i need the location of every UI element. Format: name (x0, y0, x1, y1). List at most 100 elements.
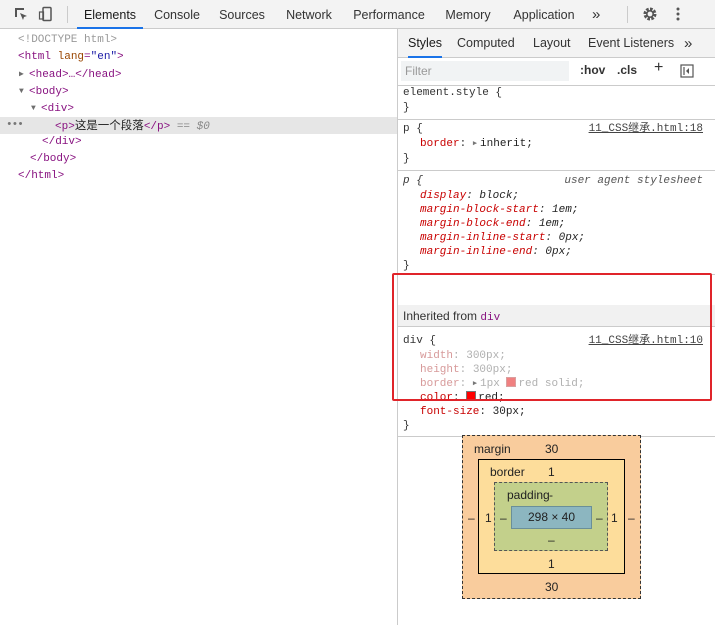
rule-user-agent: p { user agent stylesheet display: block… (398, 171, 715, 275)
inherited-label: Inherited from (403, 309, 478, 323)
highlight-annotation-box (392, 273, 712, 401)
body-close-tag: </body> (30, 153, 77, 165)
dom-node-ellipsis-icon[interactable]: ••• (6, 119, 24, 131)
ua-property-line: display: block; (420, 190, 520, 202)
inherited-property-line[interactable]: border: ▶1px red solid; (420, 377, 585, 390)
class-toggle[interactable]: .cls (617, 63, 638, 77)
inspect-icon[interactable] (13, 6, 29, 22)
dom-node-doctype[interactable]: <!DOCTYPE html> (0, 32, 397, 49)
inherited-from-header: Inherited from div (398, 305, 715, 327)
toggle-sidebar-icon[interactable] (680, 64, 694, 78)
kebab-menu-icon[interactable] (670, 6, 686, 22)
padding-top-value[interactable]: - (549, 488, 553, 502)
element-style-selector[interactable]: element.style { (403, 87, 503, 99)
styles-filter-input[interactable] (401, 61, 569, 81)
expand-triangle-icon[interactable]: ▶ (19, 70, 24, 79)
toolbar-separator (67, 6, 68, 23)
div-close-tag: </div> (42, 136, 82, 148)
margin-bottom-value[interactable]: 30 (545, 580, 559, 594)
hover-state-toggle[interactable]: :hov (580, 63, 606, 77)
margin-left-value[interactable]: – (468, 511, 475, 525)
border-right-value[interactable]: 1 (611, 511, 618, 525)
tab-network[interactable]: Network (286, 8, 332, 22)
rule-selector[interactable]: p { (403, 123, 423, 135)
tab-memory[interactable]: Memory (445, 8, 491, 22)
expand-triangle-icon[interactable]: ▶ (472, 380, 478, 388)
ua-property-line: margin-block-start: 1em; (420, 204, 579, 216)
box-model-content[interactable]: 298 × 40 (511, 506, 592, 529)
rule-selector: p { (403, 175, 423, 187)
sidebar-tabs: Styles Computed Layout Event Listeners » (398, 29, 715, 58)
html-open-tag: <html (18, 51, 52, 63)
html-attr-value: "en" (90, 51, 118, 63)
panel-divider[interactable] (397, 29, 398, 625)
gear-icon[interactable] (642, 6, 658, 22)
rule-element-style: element.style { } (398, 86, 715, 120)
rule-source-link[interactable]: 11_CSS继承.html:10 (588, 335, 703, 347)
tab-elements[interactable]: Elements (77, 0, 143, 29)
color-swatch[interactable] (506, 377, 517, 387)
user-agent-stylesheet-label: user agent stylesheet (564, 175, 703, 187)
ua-property-line: margin-block-end: 1em; (420, 218, 566, 230)
rule-selector[interactable]: div { (403, 335, 437, 347)
p-open-tag: <p> (55, 121, 75, 133)
tab-application[interactable]: Application (513, 8, 575, 22)
toolbar-separator (627, 6, 628, 23)
tab-styles[interactable]: Styles (408, 29, 443, 58)
margin-top-value[interactable]: 30 (545, 442, 559, 456)
ua-property-line: margin-inline-end: 0px; (420, 246, 572, 258)
border-top-value[interactable]: 1 (548, 465, 555, 479)
body-open-tag: <body> (29, 86, 69, 98)
p-close-tag: </p> (143, 121, 171, 133)
inherited-property-line[interactable]: color: red; (420, 391, 505, 404)
more-tabs-chevron-icon[interactable]: » (592, 6, 601, 23)
dom-node-div-close[interactable]: </div> (0, 134, 397, 151)
tab-sources[interactable]: Sources (219, 8, 265, 22)
dom-node-body[interactable]: ▼ <body> (0, 83, 397, 100)
styles-filter-bar: :hov .cls + (398, 58, 715, 86)
ua-property-line: margin-inline-start: 0px; (420, 232, 586, 244)
collapse-triangle-icon[interactable]: ▼ (31, 104, 36, 113)
rule-property-line[interactable]: border: ▶inherit; (420, 138, 533, 150)
dom-node-p-selected[interactable]: ••• <p>这是一个段落</p> == $0 (0, 117, 397, 134)
border-label: border (490, 465, 525, 479)
property-name: border (420, 138, 460, 150)
close-brace: } (403, 102, 410, 114)
inherited-property-line[interactable]: width: 300px; (420, 350, 506, 362)
dom-node-body-close[interactable]: </body> (0, 151, 397, 168)
tab-computed[interactable]: Computed (457, 36, 515, 50)
collapse-triangle-icon[interactable]: ▼ (19, 87, 24, 96)
selected-node-marker: == $0 (176, 121, 210, 133)
padding-bottom-value[interactable]: – (548, 533, 555, 547)
tab-console[interactable]: Console (154, 8, 200, 22)
rule-div-inherited: div { 11_CSS继承.html:10 width: 300px; hei… (398, 327, 715, 437)
border-left-value[interactable]: 1 (485, 511, 492, 525)
dom-node-head[interactable]: ▶ <head>…</head> (0, 66, 397, 83)
new-style-rule-plus-icon[interactable]: + (654, 59, 664, 76)
inherited-from-link[interactable]: div (480, 312, 501, 324)
tab-performance[interactable]: Performance (353, 8, 425, 22)
padding-label: padding (507, 488, 550, 502)
inherited-property-line[interactable]: height: 300px; (420, 364, 513, 376)
border-bottom-value[interactable]: 1 (548, 557, 555, 571)
inherited-property-line[interactable]: font-size: 30px; (420, 406, 526, 418)
expand-triangle-icon[interactable]: ▶ (472, 140, 478, 148)
dom-tree-panel: <!DOCTYPE html> <html lang="en"> ▶ <head>… (0, 29, 397, 625)
more-sidebar-tabs-chevron-icon[interactable]: » (684, 35, 693, 52)
tab-layout[interactable]: Layout (533, 36, 571, 50)
dom-node-html[interactable]: <html lang="en"> (0, 49, 397, 66)
rule-source-link[interactable]: 11_CSS继承.html:18 (588, 123, 703, 135)
close-brace: } (403, 260, 410, 272)
close-brace: } (403, 420, 410, 432)
device-toggle-icon[interactable] (38, 6, 54, 22)
padding-right-value[interactable]: – (596, 511, 603, 525)
margin-right-value[interactable]: – (628, 511, 635, 525)
dom-node-html-close[interactable]: </html> (0, 168, 397, 185)
property-value: inherit; (480, 138, 533, 150)
html-close-tag: </html> (18, 170, 65, 182)
tab-event-listeners[interactable]: Event Listeners (588, 36, 675, 50)
margin-label: margin (474, 442, 511, 456)
head-collapsed-tag: <head>…</head> (29, 69, 122, 81)
dom-node-div[interactable]: ▼<div> (0, 100, 397, 117)
padding-left-value[interactable]: – (500, 511, 507, 525)
